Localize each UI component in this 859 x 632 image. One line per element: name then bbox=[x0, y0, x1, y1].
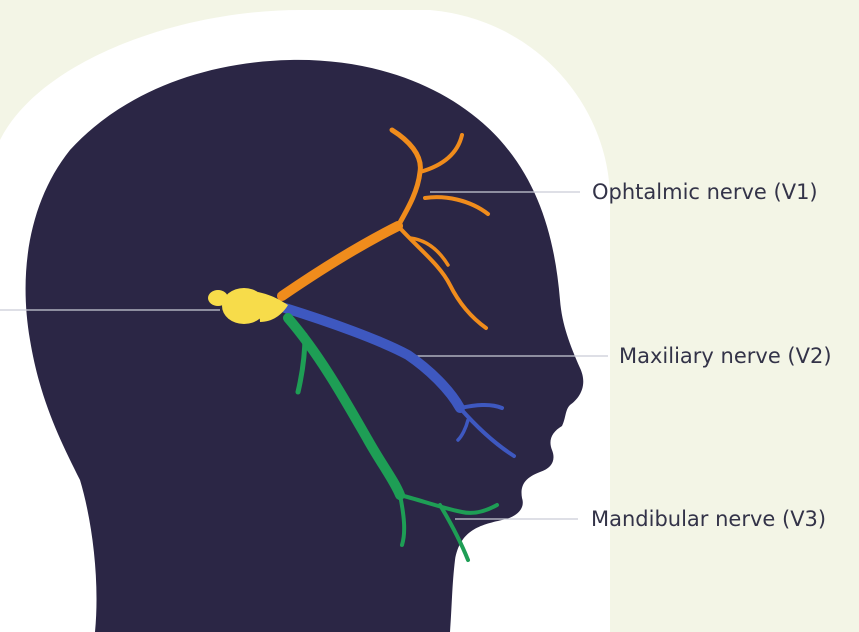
maxillary-nerve-label: Maxiliary nerve (V2) bbox=[619, 346, 832, 367]
mandibular-nerve-label: Mandibular nerve (V3) bbox=[591, 509, 826, 530]
ophthalmic-nerve-label: Ophtalmic nerve (V1) bbox=[592, 182, 818, 203]
